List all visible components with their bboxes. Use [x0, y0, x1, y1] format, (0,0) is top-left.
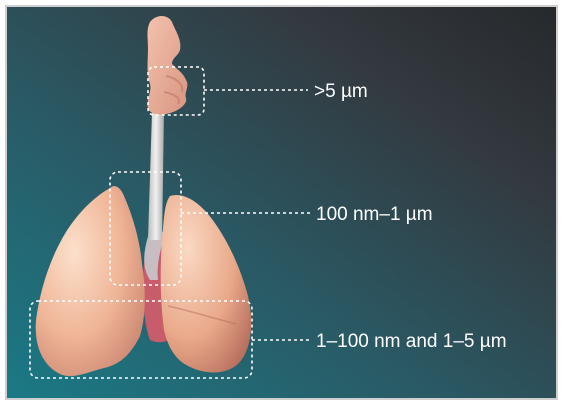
trachea-bronchi-size-label: 100 nm–1 µm: [316, 204, 433, 225]
alveoli-size-label: 1–100 nm and 1–5 µm: [316, 331, 507, 352]
upper-airway-size-label: >5 µm: [314, 81, 368, 102]
